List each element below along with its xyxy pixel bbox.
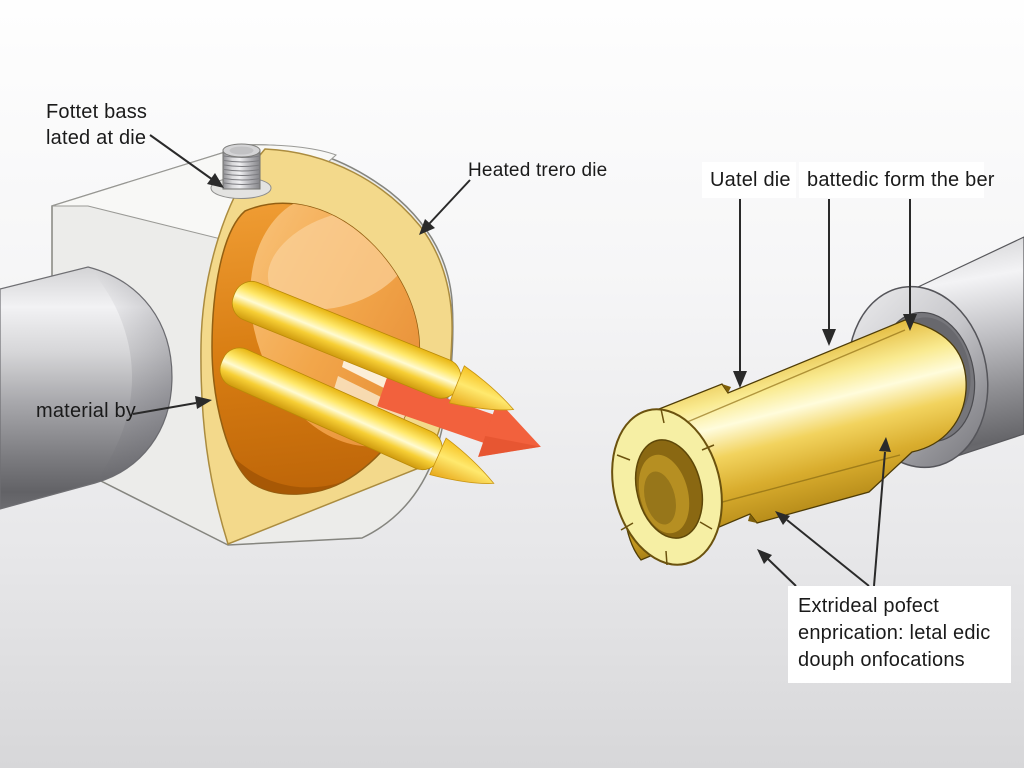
leader-extruded-3 [873,437,891,587]
label-punch: Fottet bass lated at die [46,99,147,151]
label-extruded-line1: Extrideal pofect [798,595,940,617]
extrusion-rod-lower [219,347,495,484]
billet-end-cap-shade [88,267,172,483]
label-extruded-line2: enprication: letal edic [798,622,991,644]
leader-outer-die [733,199,747,388]
flow-arrow [377,377,541,457]
label-chamber: battedic form the ber [799,162,994,198]
leader-chamber-2 [903,199,917,331]
label-punch-line1: Fottet bass [46,101,148,123]
label-heated-die: Heated trero die [468,160,608,181]
leader-extruded-1 [757,549,797,587]
leader-material [132,396,212,415]
bolt [210,143,272,199]
leader-punch [149,134,224,188]
extruded-profile-end-face [611,408,723,566]
label-punch-line2: lated at die [46,127,147,149]
leader-extruded-2 [775,511,870,587]
label-material: material by [36,400,137,422]
extruded-profile [611,319,967,566]
billet-cylinder [0,266,173,510]
extrusion-rod-upper [231,280,515,411]
die-block [51,143,541,546]
label-outer-die: Uatel die [702,162,796,198]
label-extruded-line3: douph onfocations [798,649,965,671]
label-extruded-product: Extrideal pofect enprication: letal edic… [788,586,1011,683]
leader-chamber-1 [822,199,836,346]
leader-heated-die [419,179,471,235]
leader-lines [132,134,917,587]
